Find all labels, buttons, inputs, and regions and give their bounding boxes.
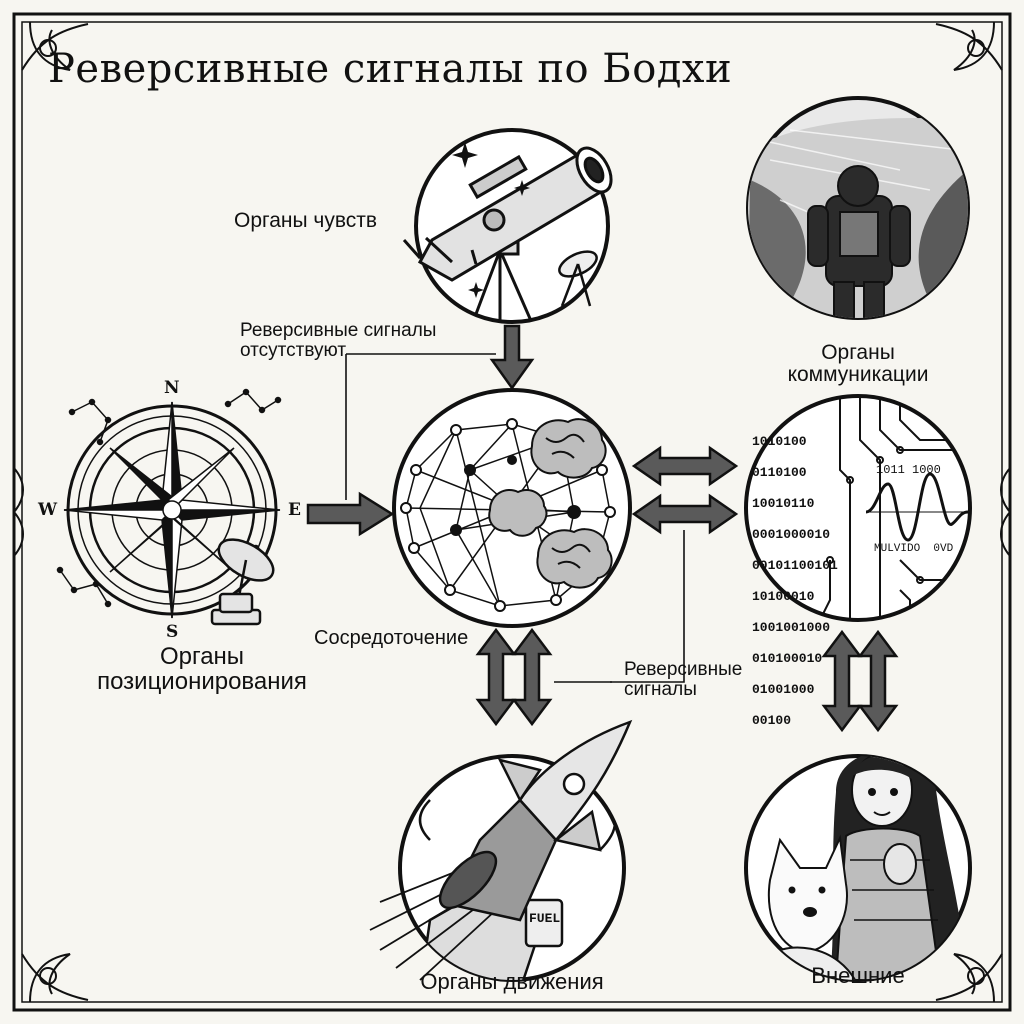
compass-south: S xyxy=(166,622,179,642)
binary-row: 10010110 xyxy=(752,495,815,511)
compass-west: W xyxy=(38,500,58,520)
compass-icon xyxy=(56,388,282,626)
label-positioning: Органы позиционирования xyxy=(97,643,307,696)
annotation-leaders xyxy=(345,353,685,683)
annotation-no-reverse-signals: Реверсивные сигналы отсутствуют xyxy=(240,320,437,361)
satellite-dish-icon xyxy=(210,538,275,626)
label-focus: Сосредоточение xyxy=(314,627,469,649)
hex-readout: 1011 1000 xyxy=(876,463,941,477)
binary-row: 1010100 xyxy=(752,433,807,449)
sparkle-icon xyxy=(452,142,530,298)
label-senses: Органы чувств xyxy=(234,209,378,232)
arrow-comm-external-bidirectional xyxy=(821,629,899,733)
binary-row: 00100 xyxy=(752,712,792,728)
telescope-icon xyxy=(402,128,613,324)
arrow-positioning-to-brain xyxy=(306,491,395,537)
binary-row: 1001001000 xyxy=(752,619,831,635)
brain-icon xyxy=(488,418,613,589)
constellation-icon xyxy=(56,388,282,608)
compass-east: E xyxy=(288,500,301,520)
page-title: Реверсивные сигналы по Бодхи xyxy=(48,46,733,92)
binary-row: 10100010 xyxy=(752,588,815,604)
circuit-binary-icon xyxy=(744,394,972,622)
binary-row: 010100010 xyxy=(752,650,823,666)
binary-row: 01001000 xyxy=(752,681,815,697)
fuel-tank-label: FUEL xyxy=(529,911,561,926)
binary-stream: 1010100 0110100 10010110 0001000010 0010… xyxy=(752,418,838,744)
rocket-engine-icon xyxy=(369,719,633,982)
girl-and-dog-icon xyxy=(744,754,972,982)
arrow-senses-to-brain xyxy=(489,324,535,391)
compass-north: N xyxy=(164,378,180,398)
arrow-brain-comm-bidirectional xyxy=(631,445,739,535)
label-communication: Органы коммуникации xyxy=(787,341,929,387)
binary-row: 0110100 xyxy=(752,464,807,480)
astronaut-explorer-icon xyxy=(746,96,970,320)
arrow-brain-movement-bidirectional xyxy=(475,627,553,727)
binary-row: 00101100101 xyxy=(752,557,838,573)
neural-network-icon xyxy=(392,388,632,628)
annotation-reverse-signals: Реверсивные сигналы xyxy=(624,659,743,700)
wave-caption: MULVIDO 0VD xyxy=(874,543,954,555)
ornamental-frame xyxy=(12,12,1012,1012)
binary-row: 0001000010 xyxy=(752,526,831,542)
label-movement: Органы движения xyxy=(420,969,604,994)
label-external: Внешние xyxy=(811,963,905,988)
